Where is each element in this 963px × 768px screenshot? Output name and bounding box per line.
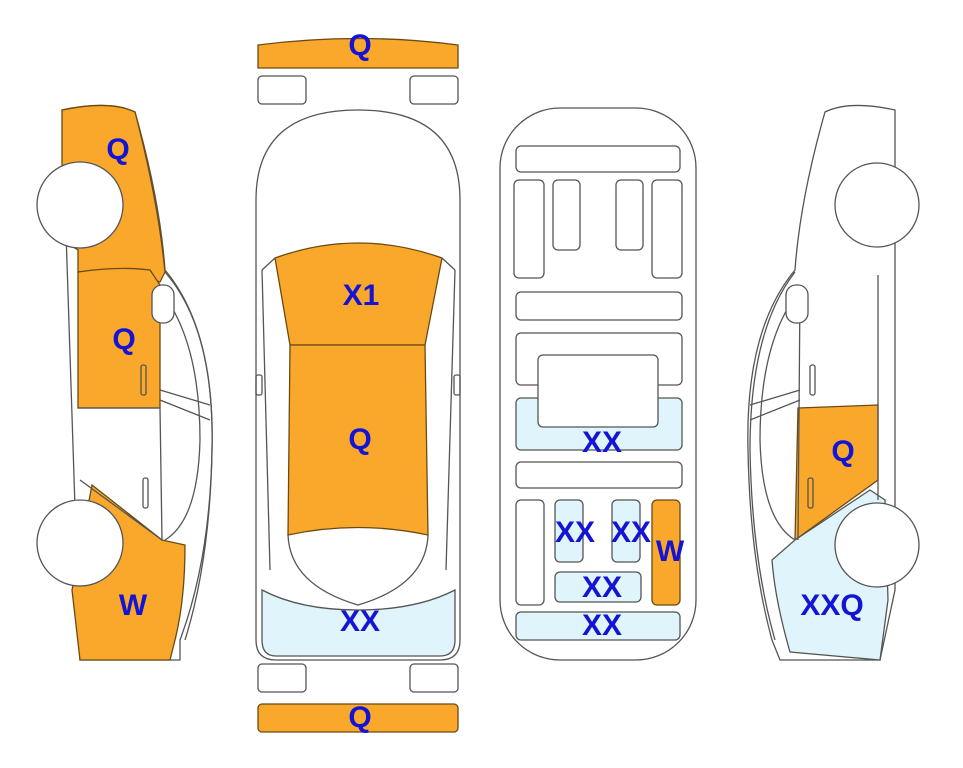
left-rear-quarter-label: W (118, 589, 148, 622)
top-view (255, 109, 461, 661)
front-light-left (257, 75, 307, 105)
underbody-center-label: XX (581, 426, 623, 459)
underbody-left-rear-panel[interactable] (554, 499, 584, 563)
right-front-wheel (834, 162, 920, 248)
left-front-door-panel[interactable] (77, 267, 161, 409)
rear-bumper-label: Q (348, 701, 372, 734)
rear-window-panel[interactable] (261, 588, 456, 657)
rear-bumper-panel[interactable] (257, 703, 459, 733)
rear-window-label: XX (339, 605, 381, 638)
underbody-right-rail-panel[interactable] (651, 499, 681, 606)
left-rear-wheel (36, 499, 124, 587)
right-rear-wheel (834, 502, 920, 588)
underbody-left-rear-label: XX (554, 516, 596, 549)
rear-light-right (409, 663, 459, 693)
roof-panel[interactable] (287, 344, 429, 536)
underbody-right-rear-panel[interactable] (611, 499, 641, 563)
hood-panel[interactable] (274, 242, 443, 346)
underbody-right-rail-label: W (655, 535, 685, 568)
hood-label: X1 (342, 279, 380, 312)
right-rear-quarter-label: XXQ (800, 589, 864, 622)
front-light-right (409, 75, 459, 105)
underbody-rear-bottom-panel[interactable] (515, 611, 681, 641)
underbody-view (499, 107, 697, 661)
roof-label: Q (348, 423, 372, 456)
left-front-fender-label: Q (106, 133, 130, 166)
front-bumper-panel[interactable] (257, 37, 459, 69)
underbody-rear-cross-panel[interactable] (554, 571, 642, 603)
front-bumper-label: Q (348, 29, 372, 62)
underbody-right-rear-label: XX (610, 516, 652, 549)
left-front-door-label: Q (112, 323, 136, 356)
right-door-label: Q (831, 435, 855, 468)
underbody-rear-bottom-label: XX (581, 609, 623, 642)
underbody-rear-cross-label: XX (581, 571, 623, 604)
right-side-view (747, 104, 920, 661)
rear-light-left (257, 663, 307, 693)
left-side-view (36, 104, 213, 661)
left-front-wheel (36, 161, 124, 249)
